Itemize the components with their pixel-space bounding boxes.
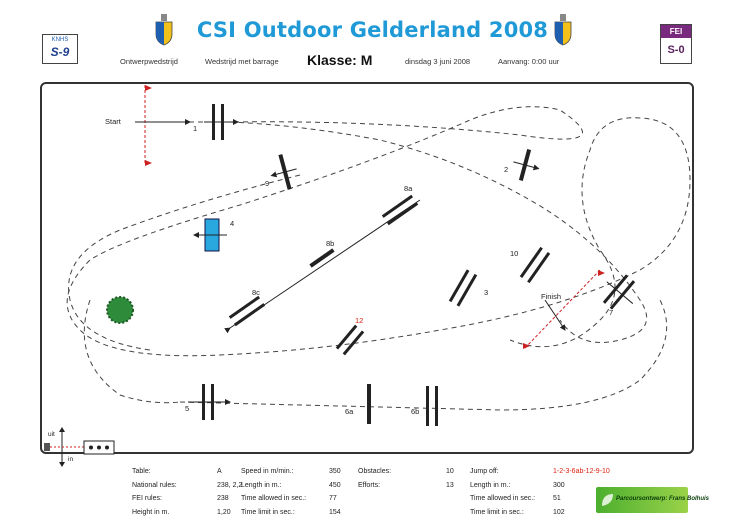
label-2: 2 — [504, 165, 509, 174]
label-7: 7 — [609, 308, 614, 317]
label-4: 4 — [230, 219, 235, 228]
obstacle-2 — [513, 149, 540, 181]
jumpoff-value: 1-2-3-6ab-12-9-10 — [553, 468, 610, 475]
label-5: 5 — [185, 404, 190, 413]
designer-logo-text: Parcoursontwerp: Frans Bolhuis — [616, 496, 710, 502]
jo-length-label: Length in m.: — [470, 481, 511, 489]
table-value: A — [217, 468, 222, 475]
jo-time-allowed-value: 51 — [553, 495, 561, 502]
course-route — [66, 106, 691, 357]
jo-time-limit-value: 102 — [553, 508, 565, 516]
course-route-2 — [229, 121, 648, 343]
finish-flag — [598, 270, 605, 276]
obstacle-6a — [367, 384, 371, 424]
label-9: 9 — [265, 179, 270, 188]
label-8c: 8c — [252, 288, 260, 297]
jo-length-value: 300 — [553, 481, 565, 489]
obstacle-8a — [381, 194, 419, 226]
length-value: 450 — [329, 481, 341, 489]
jo-time-allowed-label: Time allowed in sec.: — [470, 495, 536, 502]
knhs-label: KNHS — [51, 37, 69, 43]
time-limit-value: 154 — [329, 508, 341, 516]
start-time: Aanvang: 0:00 uur — [498, 57, 560, 66]
obstacle-8b — [309, 248, 335, 268]
finish-label: Finish — [541, 292, 562, 301]
designer-logo: Parcoursontwerp: Frans Bolhuis — [596, 487, 709, 513]
label-6a: 6a — [345, 407, 354, 416]
time-allowed-label: Time allowed in sec.: — [241, 495, 307, 502]
efforts-value: 13 — [446, 481, 454, 489]
obstacle-9 — [270, 154, 297, 190]
time-allowed-value: 77 — [329, 495, 337, 502]
label-1: 1 — [193, 124, 198, 133]
shield-logo-left — [155, 14, 173, 46]
height-value: 1,20 — [217, 508, 231, 516]
klasse: Klasse: M — [307, 52, 373, 68]
fei-rules-label: FEI rules: — [132, 495, 162, 502]
obstacles-label: Obstacles: — [358, 468, 392, 475]
obstacle-12 — [335, 324, 365, 356]
table-label: Table: — [132, 468, 151, 475]
start-flag-top — [145, 85, 152, 91]
footer-col-2: Speed in m/min.: 350 Length in m.: 450 Tim… — [241, 465, 341, 519]
obstacle-5 — [188, 384, 231, 420]
obstacle-7 — [602, 274, 636, 310]
national-rules-label: National rules: — [132, 481, 177, 489]
page-title: CSI Outdoor Gelderland 2008 — [196, 18, 549, 42]
tree-decoration — [106, 296, 134, 324]
jo-time-limit-label: Time limit in sec.: — [470, 508, 524, 516]
shield-logo-right — [554, 14, 572, 46]
time-limit-label: Time limit in sec.: — [241, 508, 295, 516]
knhs-badge: KNHS S-9 — [42, 34, 78, 64]
efforts-label: Efforts: — [358, 481, 381, 489]
fei-rules-value: 238 — [217, 495, 229, 502]
obstacle-6b — [426, 386, 438, 426]
speed-label: Speed in m/min.: — [241, 468, 294, 475]
start-flag-bottom — [145, 160, 152, 166]
label-10: 10 — [510, 249, 519, 258]
obstacle-8c — [228, 295, 266, 327]
leaf-icon — [602, 494, 613, 506]
exit-in-label: in — [68, 456, 74, 463]
obstacle-3 — [448, 269, 478, 307]
length-label: Length in m.: — [241, 481, 282, 489]
footer-col-4: Jump off: 1-2-3-6ab-12-9-10 Length in m.:… — [470, 465, 610, 519]
course-route-3 — [68, 174, 301, 351]
height-label: Height in m. — [132, 508, 170, 516]
footer-col-1: Table: A National rules: 238, 2,2 FEI rule… — [132, 465, 242, 519]
obstacles-value: 10 — [446, 468, 454, 475]
knhs-code: S-9 — [50, 45, 70, 59]
national-rules-value: 238, 2,2 — [217, 481, 243, 489]
exit-out-label: uit — [48, 431, 55, 438]
label-8a: 8a — [404, 184, 413, 193]
jumpoff-label: Jump off: — [470, 468, 499, 475]
fei-badge: FEI S-0 — [660, 24, 692, 64]
date: dinsdag 3 juni 2008 — [405, 57, 471, 66]
label-3: 3 — [484, 288, 489, 297]
obstacle-4-water — [193, 218, 227, 252]
competition-type: Wedstrijd met barrage — [205, 57, 279, 66]
finish-flag-2 — [523, 343, 530, 349]
start-label: Start — [105, 117, 121, 126]
exit-marker — [44, 427, 115, 467]
course-route-4 — [179, 299, 668, 411]
obstacle-10 — [519, 246, 551, 284]
fei-label: FEI — [661, 25, 691, 38]
label-12: 12 — [355, 316, 364, 325]
label-8b: 8b — [326, 239, 335, 248]
fei-code: S-0 — [667, 44, 685, 56]
label-6b: 6b — [411, 407, 420, 416]
speed-value: 350 — [329, 468, 341, 475]
obstacle-1 — [204, 104, 239, 140]
designer-label: Ontwerpwedstrijd — [120, 57, 178, 66]
course-route-5 — [83, 299, 181, 404]
footer-col-3: Obstacles: 10 Efforts: 13 — [358, 465, 454, 492]
